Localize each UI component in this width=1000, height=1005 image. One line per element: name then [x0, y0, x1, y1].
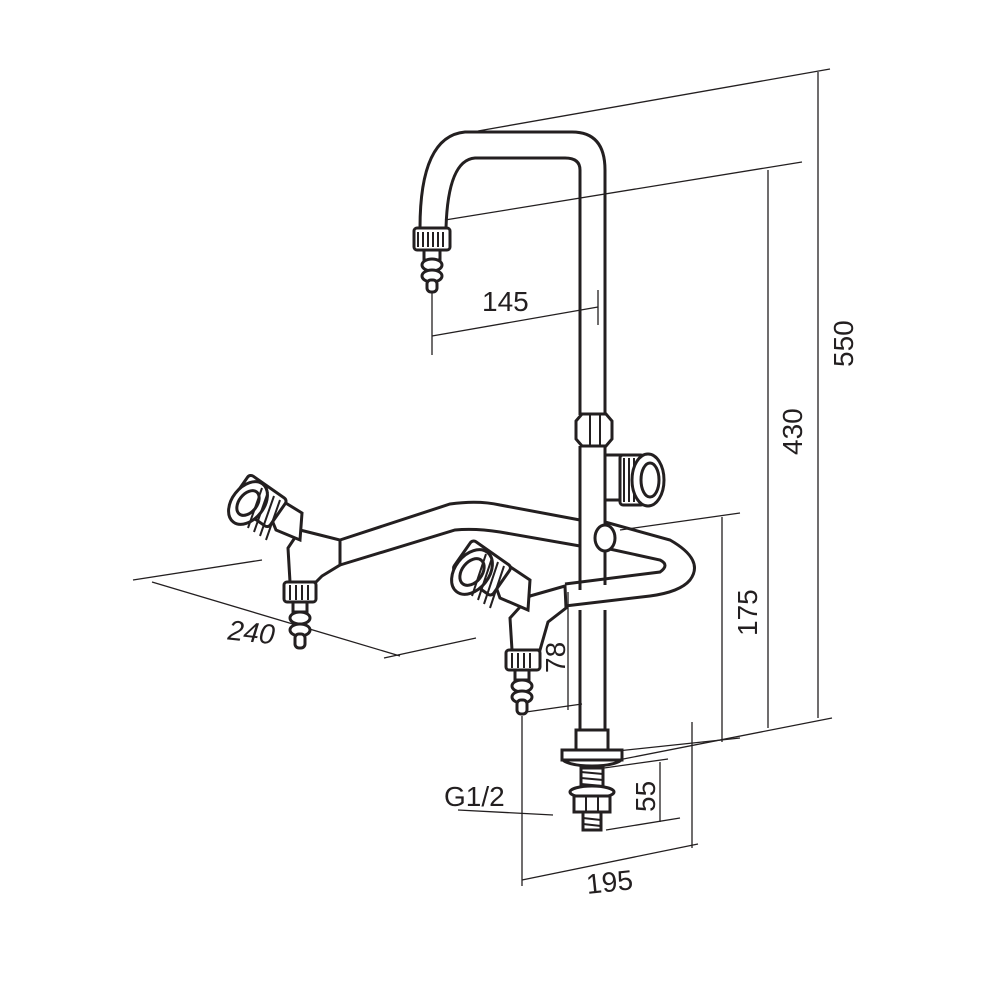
dim-depth-span: 195: [585, 864, 635, 900]
spout-nozzle: [412, 226, 452, 294]
dim-total-height: 550: [828, 320, 859, 367]
gooseneck-spout: [418, 130, 607, 415]
dim-tee-height: 175: [732, 589, 763, 636]
dim-shank-length: 55: [630, 781, 661, 812]
dimension-lines: [132, 68, 833, 886]
hex-connector: [574, 412, 614, 448]
dim-side-span: 240: [226, 614, 277, 650]
base-mount: [560, 728, 624, 832]
main-column: [578, 446, 607, 730]
crossbar-pipe: [339, 500, 696, 608]
dim-side-valve-drop: 78: [540, 642, 571, 673]
thread-label: G1/2: [444, 781, 505, 812]
left-valve: [227, 473, 342, 650]
dim-spout-height: 430: [777, 408, 808, 455]
dim-spout-reach: 145: [482, 286, 529, 317]
column-valve: [605, 452, 666, 508]
front-valve: [450, 539, 568, 716]
